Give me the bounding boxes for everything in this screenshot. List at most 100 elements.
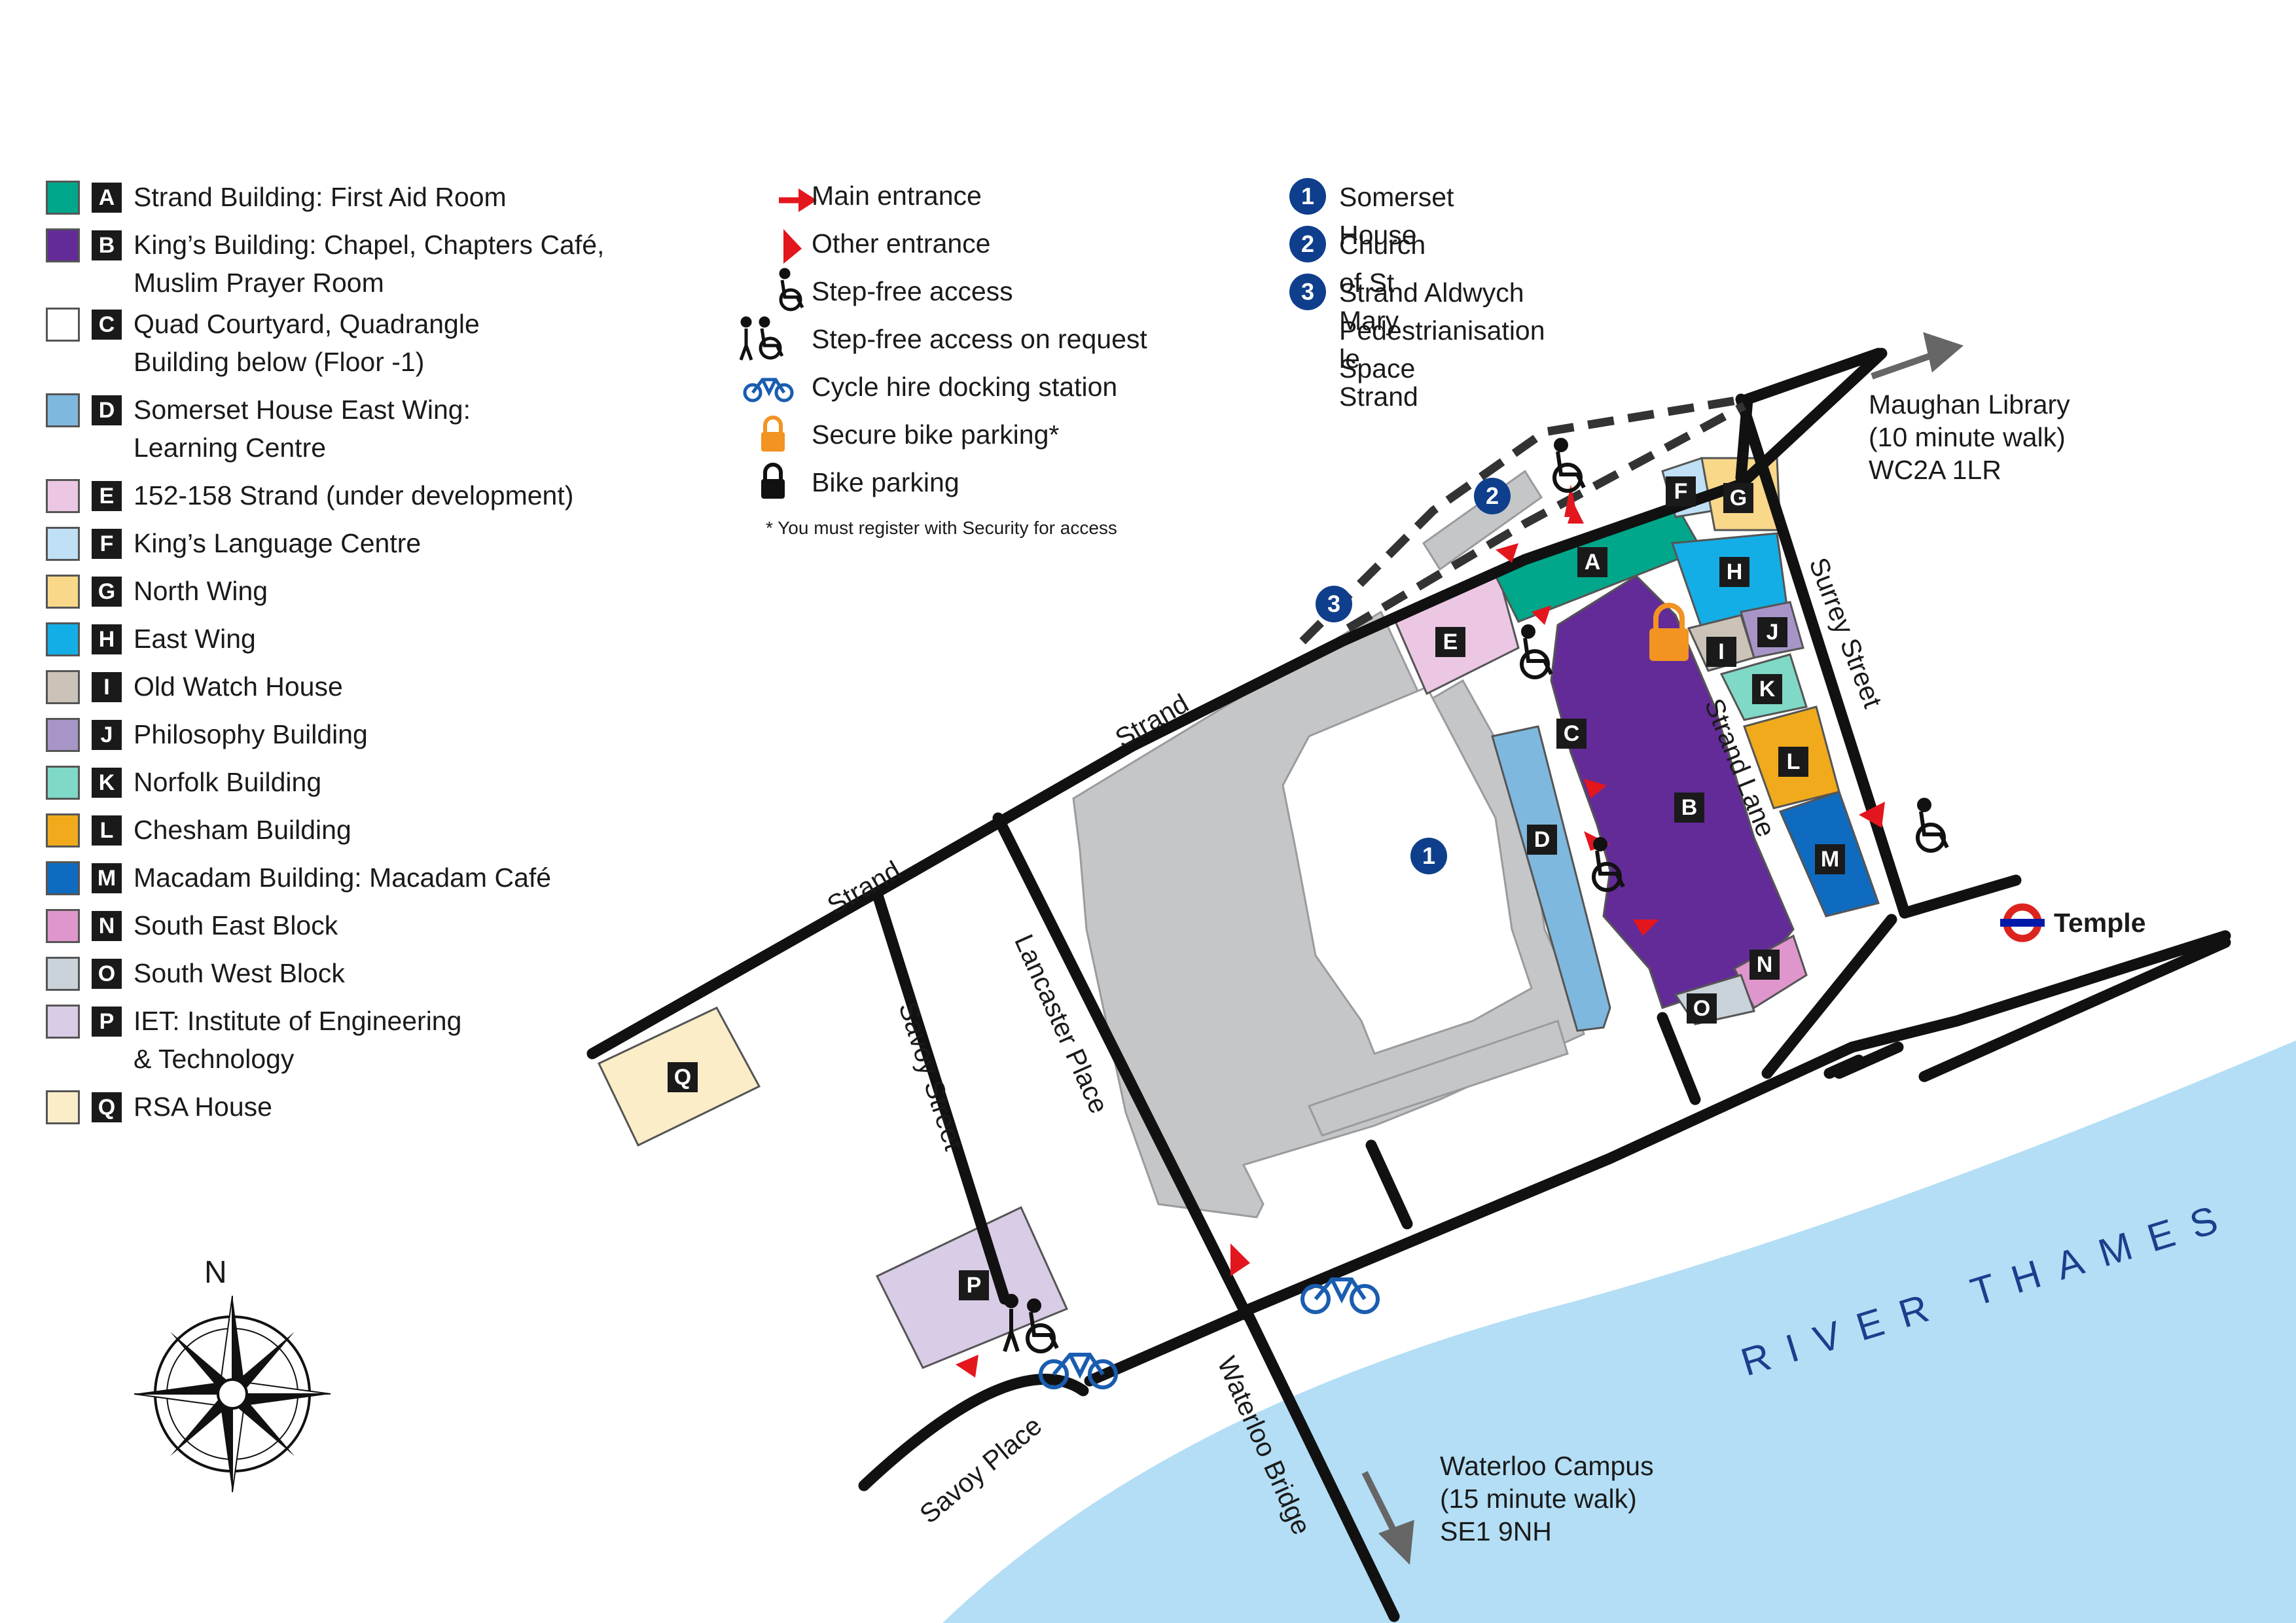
map-badge-l[interactable]: L <box>1778 747 1808 777</box>
step-free-access-icons <box>1003 438 1949 1353</box>
letter-badge: G <box>92 577 122 607</box>
legend-label: Chesham Building <box>134 815 351 845</box>
swatch-b <box>46 228 80 262</box>
symbol-label: Cycle hire docking station <box>812 372 1118 402</box>
legend-item-b[interactable]: B King’s Building: Chapel, Chapters Café,… <box>46 228 604 302</box>
map-badge-a[interactable]: A <box>1577 547 1607 577</box>
symbol-label: Secure bike parking* <box>812 419 1060 450</box>
landmark-label: Strand Aldwych Pedestrianisation Space <box>1339 277 1545 383</box>
secure-bike-parking-icon <box>1649 603 1689 661</box>
swatch-j <box>46 718 80 752</box>
map-badge-p[interactable]: P <box>959 1270 989 1300</box>
swatch-e <box>46 479 80 513</box>
landmark-label: Somerset House <box>1339 182 1454 250</box>
map-badge-k[interactable]: K <box>1752 674 1782 704</box>
letter-badge: Q <box>92 1092 122 1122</box>
symbol-label: Step-free access on request <box>812 324 1147 354</box>
symbol-bike-parking: Bike parking <box>812 467 960 498</box>
map-badge-h[interactable]: H <box>1719 557 1749 587</box>
map-landmark-1[interactable]: 1 <box>1410 838 1447 874</box>
symbol-label: Step-free access <box>812 276 1013 306</box>
symbol-label: Main entrance <box>812 181 982 211</box>
symbol-label: Bike parking <box>812 467 960 497</box>
map-badge-c[interactable]: C <box>1556 719 1587 749</box>
swatch-d <box>46 393 80 427</box>
legend-item-h[interactable]: H East Wing <box>46 622 256 658</box>
legend-label: Norfolk Building <box>134 767 322 797</box>
compass-rose-icon <box>134 1295 331 1493</box>
letter-badge: B <box>92 230 122 260</box>
swatch-a <box>46 181 80 215</box>
map-badge-b[interactable]: B <box>1674 793 1704 823</box>
legend-label: Macadam Building: Macadam Café <box>134 863 552 893</box>
underground-roundel-icon <box>2000 903 2045 942</box>
landmark-number: 2 <box>1289 226 1326 262</box>
pedestrian-space-outline <box>1299 395 1747 645</box>
letter-badge: C <box>92 310 122 340</box>
letter-badge: P <box>92 1007 122 1037</box>
legend-label: East Wing <box>134 624 256 654</box>
map-badge-q[interactable]: Q <box>668 1062 698 1092</box>
legend-item-g[interactable]: G North Wing <box>46 575 268 610</box>
map-badge-e[interactable]: E <box>1435 627 1465 657</box>
legend-label: RSA House <box>134 1092 272 1122</box>
letter-badge: E <box>92 481 122 511</box>
swatch-l <box>46 813 80 847</box>
letter-badge: D <box>92 395 122 425</box>
swatch-i <box>46 670 80 704</box>
legend-label: IET: Institute of Engineering & Technolo… <box>134 1006 462 1074</box>
legend-label: North Wing <box>134 576 268 606</box>
legend-item-p[interactable]: P IET: Institute of Engineering & Technol… <box>46 1005 461 1078</box>
symbol-step-free-request: Step-free access on request <box>812 324 1147 355</box>
map-badge-d[interactable]: D <box>1527 825 1557 855</box>
letter-badge: M <box>92 863 122 893</box>
map-badge-j[interactable]: J <box>1757 617 1787 647</box>
landmark-item-3[interactable]: 3 Strand Aldwych Pedestrianisation Space <box>1289 274 1545 387</box>
destination-maughan-library[interactable]: Maughan Library (10 minute walk) WC2A 1L… <box>1869 389 2070 485</box>
main-entrance-markers <box>1564 484 1885 828</box>
legend-item-q[interactable]: Q RSA House <box>46 1090 272 1126</box>
compass-north-label: N <box>204 1255 227 1290</box>
map-badge-f[interactable]: F <box>1666 476 1696 507</box>
swatch-k <box>46 766 80 800</box>
somerset-house-building <box>1072 610 1585 1219</box>
legend-item-n[interactable]: N South East Block <box>46 909 338 944</box>
destination-waterloo-campus[interactable]: Waterloo Campus (15 minute walk) SE1 9NH <box>1440 1451 1654 1546</box>
legend-label: King’s Building: Chapel, Chapters Café, … <box>134 230 605 298</box>
letter-badge: N <box>92 911 122 941</box>
map-landmark-2[interactable]: 2 <box>1474 478 1511 514</box>
letter-badge: I <box>92 672 122 702</box>
station-label-temple[interactable]: Temple <box>2054 908 2146 938</box>
legend-label: South West Block <box>134 958 345 988</box>
security-note: * You must register with Security for ac… <box>766 518 1117 538</box>
map-badge-n[interactable]: N <box>1749 950 1780 980</box>
legend-label: King’s Language Centre <box>134 528 422 558</box>
map-badge-g[interactable]: G <box>1723 483 1753 513</box>
map-badge-i[interactable]: I <box>1706 637 1736 667</box>
landmark-number: 3 <box>1289 274 1326 310</box>
map-badge-m[interactable]: M <box>1815 844 1845 874</box>
map-badge-o[interactable]: O <box>1687 993 1717 1024</box>
legend-label: South East Block <box>134 910 338 940</box>
legend-item-l[interactable]: L Chesham Building <box>46 813 351 849</box>
swatch-m <box>46 861 80 895</box>
letter-badge: H <box>92 624 122 654</box>
legend-item-m[interactable]: M Macadam Building: Macadam Café <box>46 861 551 897</box>
legend-label: Strand Building: First Aid Room <box>134 182 507 212</box>
river-thames <box>942 1041 2296 1623</box>
legend-symbol-icons <box>739 188 817 499</box>
map-landmark-3[interactable]: 3 <box>1316 586 1352 622</box>
letter-badge: L <box>92 815 122 846</box>
swatch-h <box>46 622 80 656</box>
